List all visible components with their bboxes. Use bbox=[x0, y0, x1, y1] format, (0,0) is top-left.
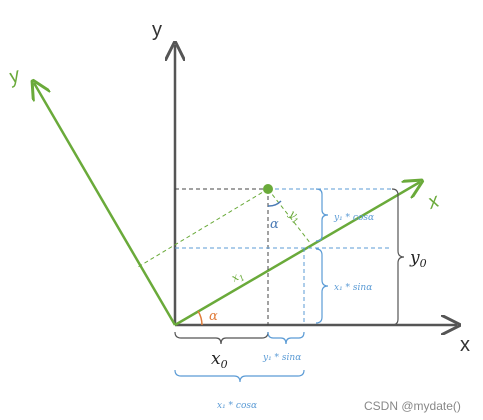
rotated-x-axis-label: x bbox=[424, 189, 443, 214]
rotated-y-axis-label: y bbox=[4, 64, 24, 89]
x1-sin-formula: x₁ * sinα bbox=[334, 283, 372, 293]
brace-x1sin bbox=[315, 248, 329, 324]
x1-cos-formula: x₁ * cosα bbox=[217, 401, 257, 411]
x0-label: x0 bbox=[211, 349, 228, 371]
y1-cos-formula: y₁ * cosα bbox=[333, 213, 374, 223]
y1-label: y1 bbox=[285, 207, 304, 226]
angle-arc-origin bbox=[197, 310, 203, 326]
point-marker bbox=[263, 184, 273, 194]
y1-sin-formula: y₁ * sinα bbox=[262, 353, 301, 363]
green-dashed-to-rot-y bbox=[137, 188, 269, 268]
y0-label: y0 bbox=[409, 248, 427, 270]
watermark-text: CSDN @mydate() bbox=[364, 399, 461, 413]
rotated-y-axis-line bbox=[34, 83, 177, 326]
green-dashed-to-rot-x bbox=[267, 188, 312, 245]
brace-y0 bbox=[391, 188, 405, 326]
brace-x1cos bbox=[174, 369, 305, 383]
y-axis-label: y bbox=[152, 19, 162, 41]
brace-y1cos bbox=[315, 188, 329, 242]
brace-x0 bbox=[174, 331, 269, 345]
alpha-point-label: α bbox=[270, 217, 279, 232]
brace-y1sin bbox=[267, 331, 305, 345]
alpha-origin-label: α bbox=[209, 309, 218, 324]
angle-arc-point bbox=[267, 200, 282, 207]
x-axis-label: x bbox=[460, 334, 470, 356]
rotated-x-axis-line bbox=[174, 182, 420, 327]
